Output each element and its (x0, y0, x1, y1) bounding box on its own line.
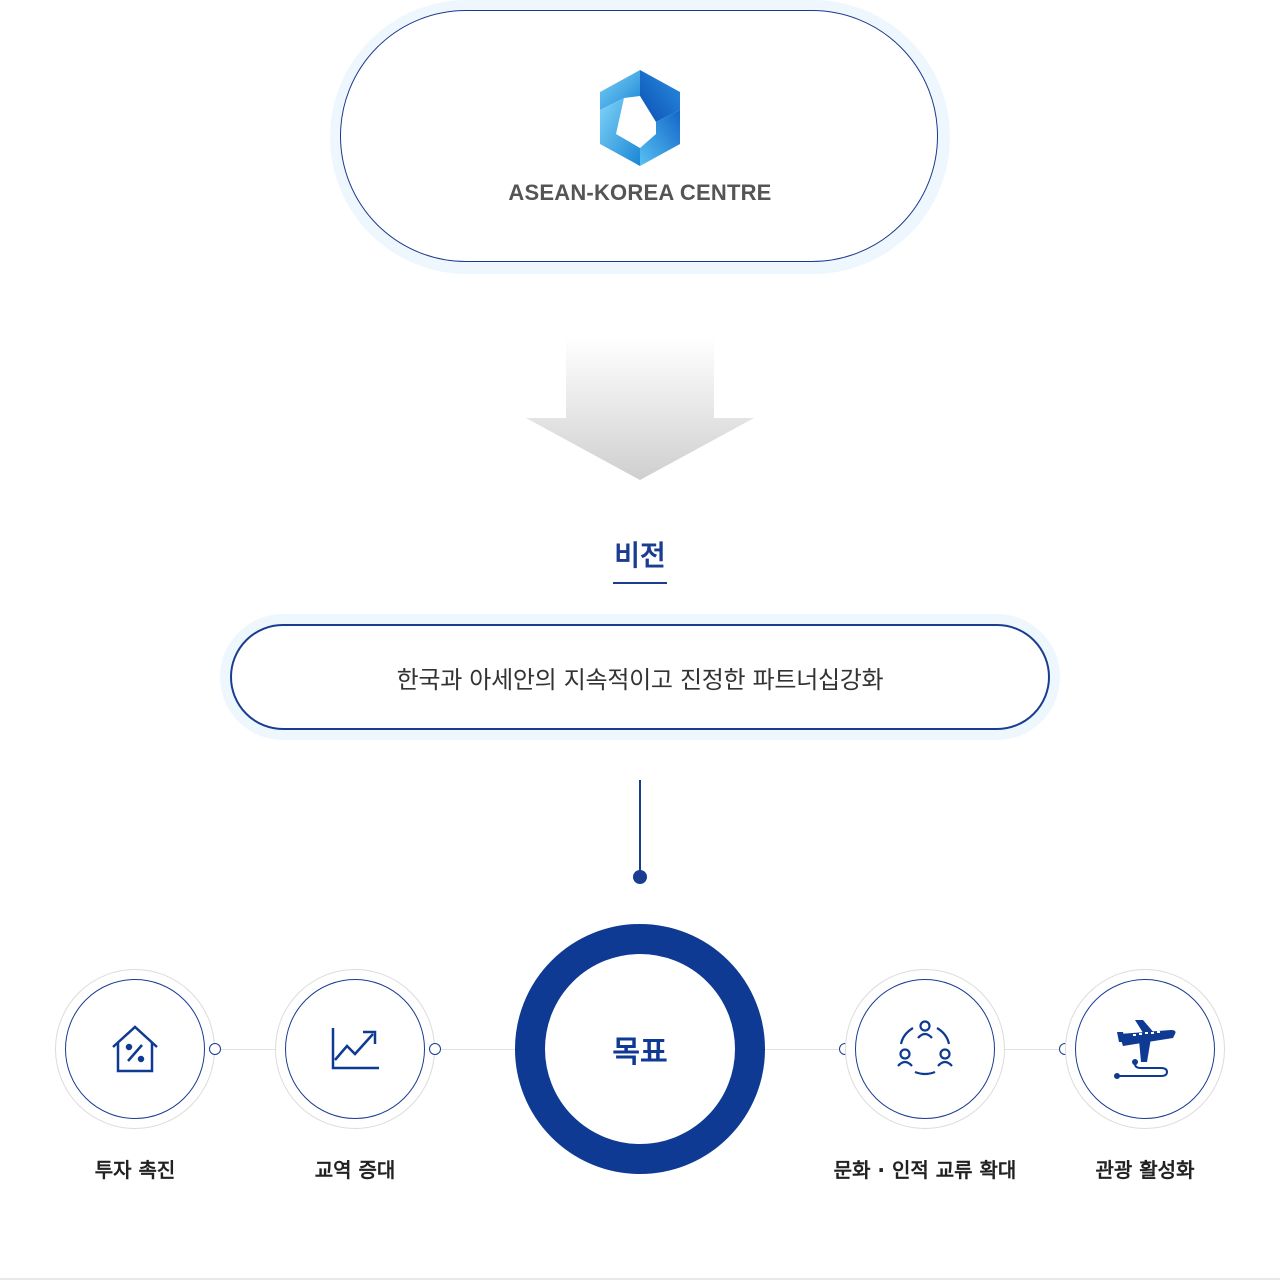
goal-inner-ring (65, 979, 205, 1119)
logo-wordmark: ASEAN-KOREA CENTRE (508, 180, 772, 205)
connector-line (639, 780, 641, 872)
goal-tourism (1065, 969, 1225, 1129)
goal-inner-ring (285, 979, 425, 1119)
vision-underline (613, 582, 667, 584)
line-chart-icon (329, 1026, 381, 1072)
goal-inner-ring (855, 979, 995, 1119)
goal-center-label: 목표 (612, 1035, 668, 1070)
goal-node (429, 1043, 441, 1055)
bottom-divider (0, 1278, 1280, 1280)
logo-capsule (340, 10, 938, 262)
goal-inner-ring (1075, 979, 1215, 1119)
goal-culture-exchange (845, 969, 1005, 1129)
goal-investment (55, 969, 215, 1129)
goal-node (209, 1043, 221, 1055)
house-percent-icon (109, 1023, 161, 1075)
vision-title: 비전 (614, 539, 666, 572)
goal-label-tourism: 관광 활성화 (1095, 1158, 1195, 1182)
goal-label-culture-exchange: 문화 · 인적 교류 확대 (833, 1158, 1017, 1182)
connector-dot (633, 870, 647, 884)
goal-label-investment: 투자 촉진 (94, 1158, 176, 1182)
vision-capsule: 한국과 아세안의 지속적이고 진정한 파트너십강화 (230, 624, 1050, 730)
goal-center-ring: 목표 (515, 924, 765, 1174)
down-arrow-icon (526, 338, 754, 480)
airplane-icon (1113, 1018, 1177, 1080)
people-exchange-icon (895, 1020, 955, 1078)
goal-trade (275, 969, 435, 1129)
goal-label-trade: 교역 증대 (314, 1158, 396, 1182)
blue-ribbon-logo-icon (594, 68, 686, 168)
vision-statement: 한국과 아세안의 지속적이고 진정한 파트너십강화 (396, 665, 884, 694)
